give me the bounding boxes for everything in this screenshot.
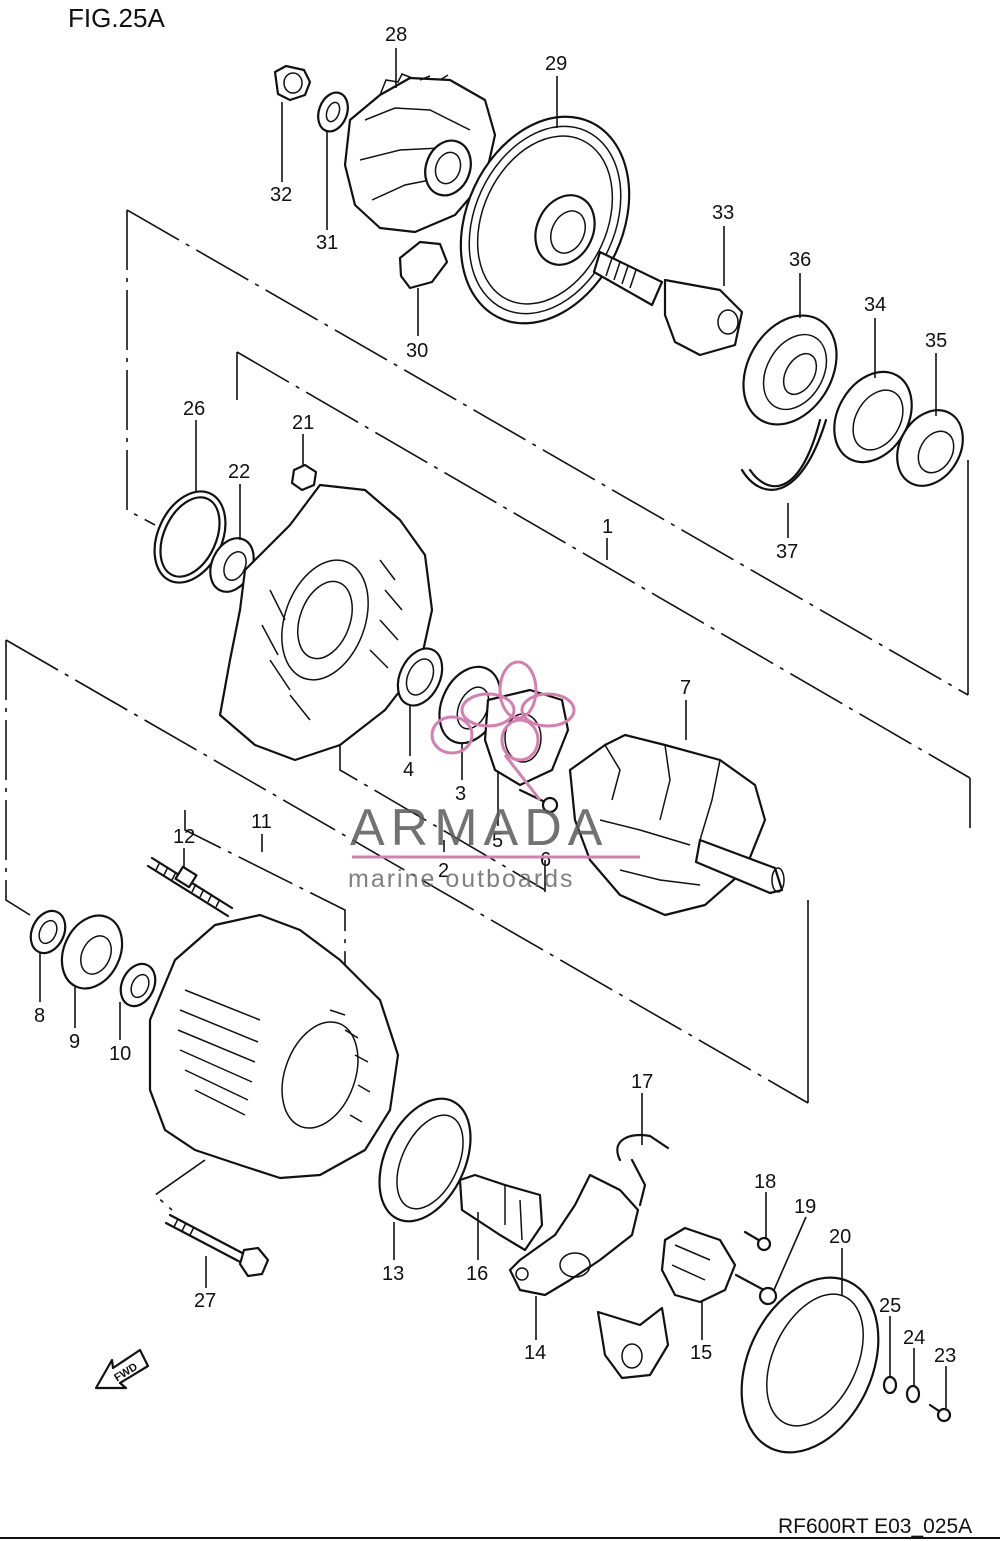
rear-housing-part-11 [148,913,400,1180]
reference-code: RF600RT E03_025A [778,1515,972,1538]
callout-1: 1 [602,516,613,538]
callout-7: 7 [680,677,691,699]
callout-35: 35 [925,330,947,352]
callout-19: 19 [794,1196,816,1218]
callout-33: 33 [712,202,734,224]
terminal-piece [596,1306,670,1380]
bearing-part-9 [60,914,124,990]
cover-part-13 [378,1097,472,1223]
callout-22: 22 [228,461,250,483]
callout-2: 2 [438,860,449,882]
fwd-arrow-icon: FWD [94,1348,150,1390]
callout-34: 34 [864,294,886,316]
callout-21: 21 [292,412,314,434]
callout-4: 4 [403,759,414,781]
callout-5: 5 [492,830,503,852]
callout-36: 36 [789,249,811,271]
washer-part-8 [29,909,67,955]
callout-10: 10 [109,1043,131,1065]
callout-26: 26 [183,398,205,420]
rotor-part-7 [568,733,785,917]
callout-17: 17 [631,1071,653,1093]
callout-27: 27 [194,1290,216,1312]
screw-part-6 [518,788,559,814]
callout-16: 16 [466,1263,488,1285]
fan-part-28 [343,73,497,234]
end-cover-part-20 [740,1276,880,1454]
screw-part-23 [928,1403,952,1423]
callout-8: 8 [34,1005,45,1027]
callout-14: 14 [524,1342,546,1364]
shaft-part-33 [592,250,744,357]
bolt-part-27 [164,1213,270,1278]
screw-part-18 [743,1230,772,1252]
retainer-part-5 [483,688,570,787]
callout-29: 29 [545,53,567,75]
nut-part-21 [290,463,318,492]
callout-20: 20 [829,1226,851,1248]
sleeve-part-10 [119,962,157,1008]
nut-part-32 [273,64,312,102]
washer-part-31 [317,91,349,133]
callout-24: 24 [903,1327,925,1349]
regulator-part-14 [508,1173,640,1297]
callout-28: 28 [385,24,407,46]
callout-13: 13 [382,1263,404,1285]
wire-part-17 [616,1134,670,1207]
leader-lines [39,48,947,1408]
watermark: ARMADA marine outboards [348,660,640,893]
washer-part-4 [396,647,444,707]
callout-32: 32 [270,184,292,206]
callout-25: 25 [879,1295,901,1317]
callout-15: 15 [690,1342,712,1364]
watermark-logo-icon [430,660,576,801]
callout-6: 6 [540,849,551,871]
callout-31: 31 [316,232,338,254]
washer-part-24 [905,1384,921,1404]
watermark-tagline: marine outboards [348,865,575,893]
figure-title: FIG.25A [68,3,165,33]
watermark-brand: ARMADA [350,799,608,857]
bearing-part-36 [742,314,838,426]
callout-23: 23 [934,1345,956,1367]
brush-holder-part-16 [458,1173,544,1252]
callout-3: 3 [455,783,466,805]
callout-labels: 1 2 3 4 5 6 7 8 9 10 11 12 13 14 15 16 1… [34,24,956,1367]
bearing-part-35 [896,409,964,487]
callout-18: 18 [754,1171,776,1193]
circlip-part-37 [740,418,828,491]
screw-part-19 [734,1273,778,1306]
pulley-part-29 [459,115,631,325]
key-part-30 [398,240,449,290]
washer-part-25 [882,1375,898,1395]
stud-part-12 [146,856,234,918]
callout-12: 12 [173,826,195,848]
callout-11: 11 [251,811,272,833]
callout-9: 9 [69,1031,80,1053]
callout-30: 30 [406,340,428,362]
rectifier-part-15 [660,1226,737,1304]
front-housing [218,483,434,762]
callout-37: 37 [776,541,798,563]
